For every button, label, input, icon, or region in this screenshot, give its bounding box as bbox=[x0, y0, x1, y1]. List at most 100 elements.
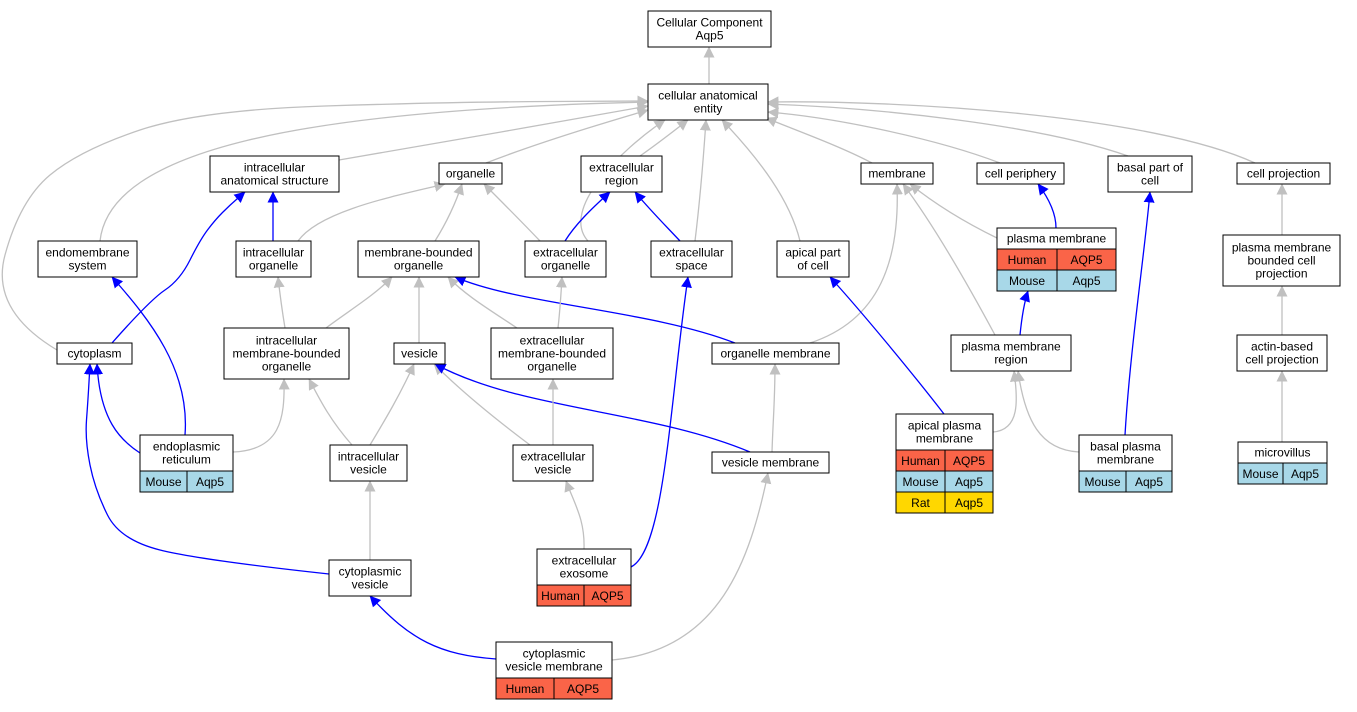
node-label-line: entity bbox=[694, 102, 723, 116]
node-box bbox=[860, 162, 934, 185]
species-label: Mouse bbox=[1084, 475, 1120, 489]
species-label: Mouse bbox=[145, 475, 181, 489]
node-membrane[interactable]: membrane bbox=[860, 162, 934, 185]
species-label: Human bbox=[1008, 253, 1047, 267]
node-box bbox=[650, 240, 733, 278]
edge-exosome-to-ecspace bbox=[630, 276, 692, 568]
node-label-line: extracellular bbox=[659, 246, 724, 260]
node-label-line: plasma membrane bbox=[1007, 232, 1107, 246]
gene-cell bbox=[944, 491, 994, 514]
node-vesmem[interactable]: vesicle membrane bbox=[711, 451, 830, 474]
gene-cell bbox=[583, 584, 632, 607]
gene-cell bbox=[553, 677, 613, 700]
species-label: Mouse bbox=[1242, 467, 1278, 481]
gene-cell bbox=[186, 470, 234, 493]
gene-label: AQP5 bbox=[567, 682, 599, 696]
species-label: Human bbox=[506, 682, 545, 696]
node-label-line: organelle bbox=[446, 167, 496, 181]
node-label-line: cell projection bbox=[1245, 353, 1318, 367]
node-label-line: membrane-bounded bbox=[364, 246, 472, 260]
node-box bbox=[329, 444, 408, 482]
gene-label: Aqp5 bbox=[1135, 475, 1163, 489]
edge-bpm-to-basalpart bbox=[1124, 191, 1155, 436]
gene-label: AQP5 bbox=[1070, 253, 1102, 267]
edge-mbo-to-organelle bbox=[434, 183, 464, 242]
node-box bbox=[223, 327, 350, 380]
node-label-line: actin-based bbox=[1251, 340, 1313, 354]
edge-exosome-to-ecves bbox=[564, 480, 585, 550]
node-label-line: plasma membrane bbox=[961, 340, 1061, 354]
gene-cell bbox=[1125, 470, 1173, 493]
gene-label: Aqp5 bbox=[1291, 467, 1319, 481]
node-label-line: projection bbox=[1255, 267, 1307, 281]
gene-cell bbox=[1056, 269, 1117, 292]
edge-er-to-imbo bbox=[232, 378, 290, 453]
node-cellproj[interactable]: cell projection bbox=[1236, 162, 1331, 185]
node-box bbox=[139, 434, 234, 472]
edge-embo-to-mbo bbox=[447, 276, 518, 329]
node-label-line: apical plasma bbox=[908, 419, 982, 433]
node-label-line: extracellular bbox=[521, 450, 586, 464]
node-label-line: region bbox=[605, 174, 638, 188]
node-label-line: membrane bbox=[916, 432, 974, 446]
node-label-line: vesicle membrane bbox=[505, 660, 603, 674]
node-box bbox=[524, 240, 607, 278]
node-vesicle[interactable]: vesicle bbox=[393, 342, 446, 365]
edge-ecspace-to-cae bbox=[694, 119, 711, 242]
node-label-line: basal part of bbox=[1117, 161, 1184, 175]
edge-orgmem-to-membrane bbox=[809, 183, 903, 344]
node-box bbox=[209, 155, 340, 193]
node-label-line: Aqp5 bbox=[695, 29, 723, 43]
node-label-line: endomembrane bbox=[45, 246, 129, 260]
node-label-line: anatomical structure bbox=[220, 174, 328, 188]
node-box bbox=[895, 413, 994, 451]
edge-pmr-to-pm bbox=[1019, 290, 1030, 336]
edge-vesmem-to-vesicle bbox=[434, 363, 751, 453]
node-orgmem[interactable]: organelle membrane bbox=[711, 342, 840, 365]
node-label-line: cellular anatomical bbox=[658, 89, 757, 103]
node-label-line: cytoplasmic bbox=[523, 647, 586, 661]
edge-imbo-to-intorg bbox=[273, 276, 286, 329]
edge-imbo-to-mbo bbox=[325, 276, 393, 329]
node-box bbox=[776, 240, 850, 278]
node-label-line: vesicle membrane bbox=[722, 456, 820, 470]
node-box bbox=[56, 342, 133, 365]
node-organelle[interactable]: organelle bbox=[438, 162, 503, 185]
node-cytoplasm[interactable]: cytoplasm bbox=[56, 342, 133, 365]
edge-apm-to-apicalpart bbox=[829, 276, 945, 415]
edge-intves-to-imbo bbox=[308, 378, 353, 446]
node-label-line: exosome bbox=[560, 567, 609, 581]
node-label-line: space bbox=[675, 259, 707, 273]
node-box bbox=[976, 162, 1065, 185]
node-label-line: region bbox=[994, 353, 1027, 367]
node-cellper[interactable]: cell periphery bbox=[976, 162, 1065, 185]
edge-apicalpart-to-cae bbox=[721, 119, 801, 242]
